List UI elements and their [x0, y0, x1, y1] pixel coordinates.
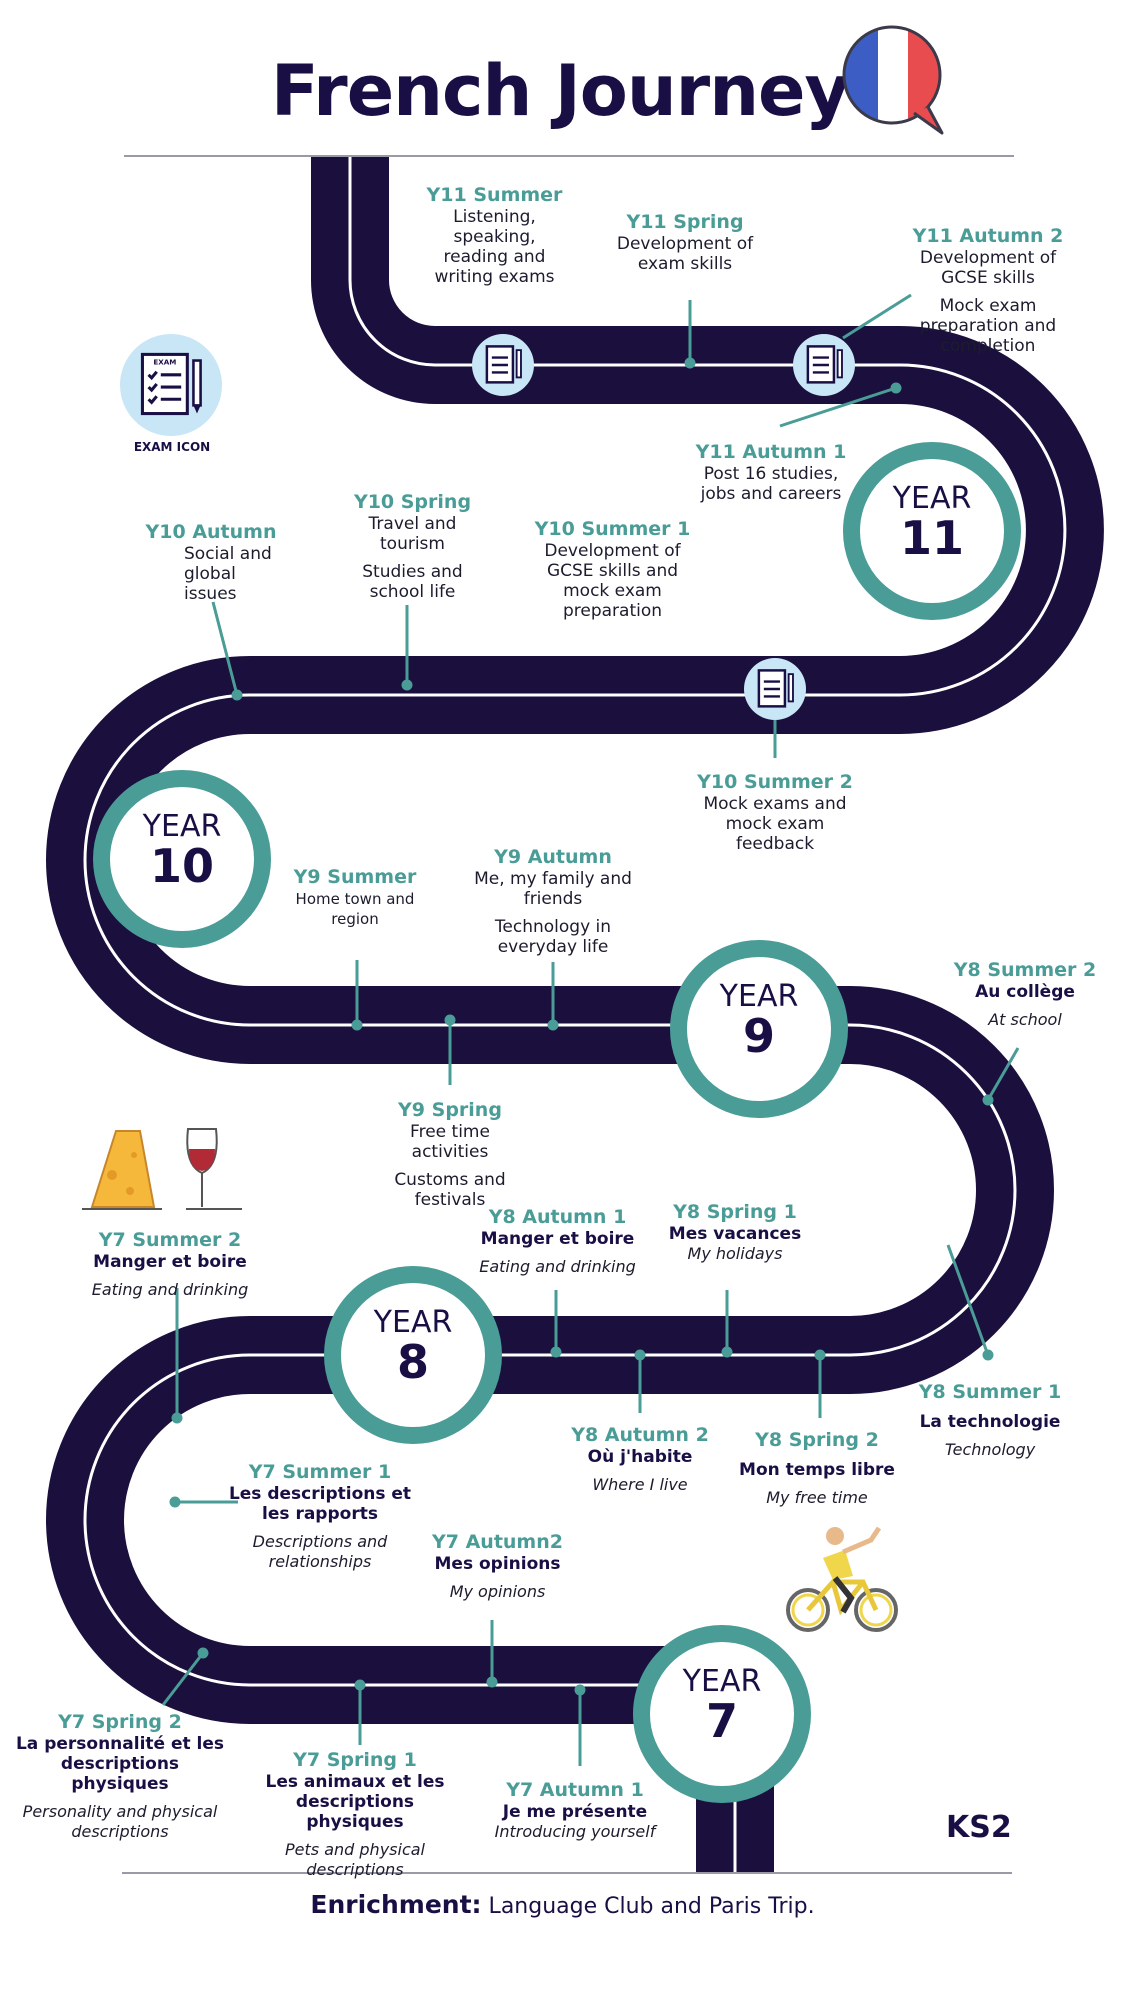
- year-word: YEAR: [682, 1664, 762, 1699]
- connectors: [161, 293, 1020, 1766]
- y11-autumn1-label: Y11 Autumn 1 Post 16 studies, jobs and c…: [695, 441, 847, 504]
- y8-summer1-label: Y8 Summer 1 La technologie Technology: [918, 1381, 1062, 1459]
- exam-icon: [793, 334, 855, 396]
- exam-icon: EXAM: [120, 334, 222, 436]
- exam-icon-caption: EXAM ICON: [133, 440, 211, 454]
- exam-icon: [472, 334, 534, 396]
- y10-summer2-label: Y10 Summer 2 Mock exams and mock exam fe…: [697, 771, 853, 854]
- enrichment-text: Language Club and Paris Trip.: [481, 1894, 815, 1919]
- road-line: [83, 155, 1067, 1872]
- y7-autumn1-label: Y7 Autumn 1 Je me présente Introducing y…: [494, 1779, 656, 1841]
- y10-spring-label: Y10 Spring Travel and tourism Studies an…: [353, 491, 472, 602]
- year-9-badge: YEAR 9: [670, 940, 848, 1118]
- year-number: 9: [742, 1009, 775, 1063]
- road-band: [46, 155, 1104, 1872]
- year-number: 7: [705, 1694, 738, 1748]
- year-number: 11: [899, 511, 964, 565]
- enrichment-label: Enrichment:: [310, 1890, 482, 1919]
- year-word: YEAR: [373, 1305, 453, 1340]
- y8-autumn1-label: Y8 Autumn 1 Manger et boire Eating and d…: [479, 1206, 636, 1276]
- ks2-label: KS2: [946, 1810, 1012, 1845]
- exam-icon: [744, 658, 806, 720]
- y9-spring-label: Y9 Spring Free time activities Customs a…: [394, 1099, 506, 1210]
- year-word: YEAR: [142, 809, 222, 844]
- exam-icon-legend: EXAM: [120, 334, 222, 440]
- y7-autumn2-label: Y7 Autumn2 Mes opinions My opinions: [432, 1531, 563, 1601]
- y9-autumn-label: Y9 Autumn Me, my family and friends Tech…: [474, 846, 632, 957]
- y9-summer-label: Y9 Summer Home town and region: [293, 866, 417, 928]
- y11-summer-label: Y11 Summer Listening, speaking, reading …: [426, 184, 563, 287]
- y7-spring2-label: Y7 Spring 2 La personnalité et les descr…: [15, 1711, 225, 1841]
- year-number: 10: [149, 839, 214, 893]
- title-divider: [124, 155, 1014, 157]
- cheese-and-wine-icon: [82, 1128, 242, 1210]
- french-flag-speech-bubble-icon: [842, 25, 944, 135]
- year-word: YEAR: [719, 979, 799, 1014]
- y7-spring1-label: Y7 Spring 1 Les animaux et les descripti…: [265, 1749, 445, 1879]
- y10-autumn-label: Y10 Autumn Social and global issues: [145, 521, 277, 604]
- y8-autumn2-label: Y8 Autumn 2 Où j'habite Where I live: [571, 1424, 709, 1494]
- footer-divider: [122, 1872, 1012, 1874]
- year-number: 8: [396, 1335, 429, 1389]
- y7-summer2-label: Y7 Summer 2 Manger et boire Eating and d…: [91, 1229, 249, 1299]
- y8-summer2-label: Y8 Summer 2 Au collège At school: [953, 959, 1097, 1029]
- y11-autumn2-label: Y11 Autumn 2 Development of GCSE skills …: [912, 225, 1064, 356]
- cyclist-icon: [786, 1526, 898, 1632]
- y11-spring-label: Y11 Spring Development of exam skills: [616, 211, 754, 274]
- y7-summer1-label: Y7 Summer 1 Les descriptions et les rapp…: [228, 1461, 412, 1571]
- y10-summer1-label: Y10 Summer 1 Development of GCSE skills …: [534, 518, 691, 621]
- year-11-badge: YEAR 11: [843, 442, 1021, 620]
- year-word: YEAR: [892, 481, 972, 516]
- year-8-badge: YEAR 8: [324, 1266, 502, 1444]
- exam-icon-word: EXAM: [153, 358, 176, 367]
- y8-spring1-label: Y8 Spring 1 Mes vacances My holidays: [668, 1201, 802, 1263]
- y8-spring2-label: Y8 Spring 2 Mon temps libre My free time: [739, 1429, 895, 1507]
- year-10-badge: YEAR 10: [93, 770, 271, 948]
- page-title: French Journey: [270, 50, 850, 132]
- year-7-badge: YEAR 7: [633, 1625, 811, 1803]
- enrichment-note: Enrichment: Language Club and Paris Trip…: [0, 1890, 1125, 1919]
